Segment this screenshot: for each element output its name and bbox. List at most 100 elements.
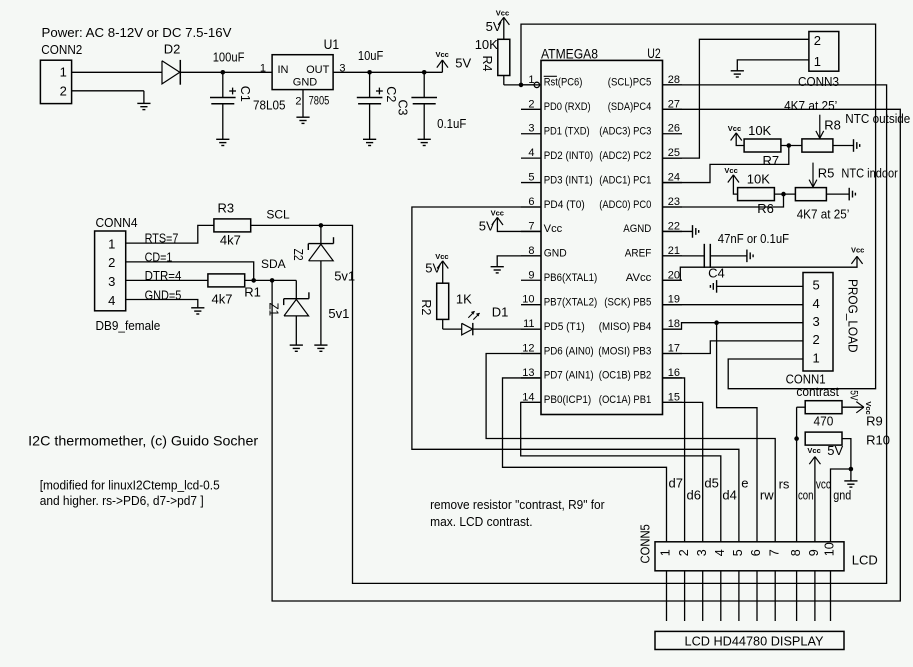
svg-text:C1: C1 bbox=[238, 86, 252, 102]
svg-text:CONN5: CONN5 bbox=[637, 524, 652, 563]
svg-text:(OC1A) PB1: (OC1A) PB1 bbox=[599, 394, 652, 406]
svg-text:AREF: AREF bbox=[625, 248, 652, 260]
svg-text:2: 2 bbox=[814, 33, 821, 48]
svg-text:e: e bbox=[741, 475, 748, 490]
svg-text:9: 9 bbox=[807, 549, 821, 556]
svg-text:Vcc: Vcc bbox=[724, 166, 737, 175]
svg-text:1: 1 bbox=[528, 74, 534, 86]
svg-text:7: 7 bbox=[767, 549, 781, 556]
svg-text:3: 3 bbox=[108, 274, 115, 289]
svg-text:R3: R3 bbox=[218, 200, 235, 215]
svg-text:PB6(XTAL1): PB6(XTAL1) bbox=[544, 272, 598, 284]
svg-text:2: 2 bbox=[813, 332, 820, 347]
svg-text:1: 1 bbox=[108, 236, 115, 251]
svg-text:PD5 (T1): PD5 (T1) bbox=[544, 321, 585, 333]
svg-text:28: 28 bbox=[668, 74, 680, 86]
svg-text:(ADC0) PC0: (ADC0) PC0 bbox=[599, 199, 651, 211]
svg-text:SDA: SDA bbox=[261, 257, 286, 271]
svg-text:10: 10 bbox=[823, 542, 837, 556]
svg-text:con: con bbox=[798, 488, 814, 503]
svg-text:D2: D2 bbox=[164, 42, 181, 57]
svg-text:5v1: 5v1 bbox=[328, 306, 349, 321]
svg-text:U1: U1 bbox=[324, 37, 340, 52]
svg-text:5V: 5V bbox=[455, 56, 471, 71]
svg-text:R5: R5 bbox=[818, 166, 835, 181]
svg-text:Rst(PC6): Rst(PC6) bbox=[544, 77, 583, 89]
svg-text:8: 8 bbox=[789, 549, 803, 556]
svg-text:RTS=7: RTS=7 bbox=[145, 230, 179, 245]
svg-text:26: 26 bbox=[668, 123, 680, 135]
svg-text:NTC outside: NTC outside bbox=[845, 111, 910, 126]
svg-text:R10: R10 bbox=[866, 432, 890, 447]
svg-text:rs: rs bbox=[779, 476, 790, 491]
svg-text:17: 17 bbox=[668, 343, 680, 355]
svg-text:4k7: 4k7 bbox=[212, 291, 233, 306]
svg-text:R7: R7 bbox=[763, 153, 780, 168]
svg-text:1: 1 bbox=[659, 549, 673, 556]
svg-text:7805: 7805 bbox=[309, 96, 330, 108]
svg-text:(SDA)PC4: (SDA)PC4 bbox=[608, 101, 652, 113]
svg-text:NTC indoor: NTC indoor bbox=[841, 166, 898, 181]
svg-text:Vcc: Vcc bbox=[496, 9, 509, 18]
svg-text:GND: GND bbox=[293, 77, 318, 89]
svg-text:4: 4 bbox=[813, 296, 820, 311]
svg-text:R9: R9 bbox=[866, 413, 883, 428]
svg-text:LCD HD44780 DISPLAY: LCD HD44780 DISPLAY bbox=[685, 634, 824, 649]
svg-text:10K: 10K bbox=[747, 171, 770, 186]
svg-text:PD7 (AIN1): PD7 (AIN1) bbox=[544, 370, 594, 382]
svg-text:LCD: LCD bbox=[852, 552, 878, 567]
svg-text:20: 20 bbox=[668, 269, 680, 281]
svg-text:PB7(XTAL2): PB7(XTAL2) bbox=[544, 296, 598, 308]
svg-text:PD2 (INT0): PD2 (INT0) bbox=[544, 150, 594, 162]
svg-text:2: 2 bbox=[528, 98, 534, 110]
svg-text:0.1uF: 0.1uF bbox=[437, 116, 466, 131]
svg-text:25: 25 bbox=[668, 147, 680, 159]
svg-text:CONN3: CONN3 bbox=[798, 74, 839, 89]
svg-text:(SCK) PB5: (SCK) PB5 bbox=[604, 296, 651, 308]
svg-text:9: 9 bbox=[528, 269, 534, 281]
svg-text:5: 5 bbox=[813, 278, 820, 293]
svg-text:U2: U2 bbox=[647, 46, 661, 61]
svg-text:3: 3 bbox=[813, 314, 820, 329]
svg-text:CONN4: CONN4 bbox=[96, 215, 138, 230]
svg-text:(MOSI) PB3: (MOSI) PB3 bbox=[598, 345, 651, 357]
svg-text:R2: R2 bbox=[419, 299, 433, 315]
svg-text:2: 2 bbox=[108, 255, 115, 270]
svg-text:4K7 at 25’: 4K7 at 25’ bbox=[784, 99, 837, 113]
svg-text:SCL: SCL bbox=[266, 208, 290, 222]
svg-text:1: 1 bbox=[60, 65, 67, 80]
svg-text:2: 2 bbox=[60, 83, 67, 98]
svg-text:AVcc: AVcc bbox=[626, 272, 652, 284]
svg-text:Vcc: Vcc bbox=[544, 223, 563, 235]
svg-text:PROG_LOAD: PROG_LOAD bbox=[846, 279, 861, 353]
svg-text:PD1 (TXD): PD1 (TXD) bbox=[544, 126, 590, 138]
svg-text:Vcc: Vcc bbox=[491, 209, 504, 218]
svg-text:(OC1B) PB2: (OC1B) PB2 bbox=[599, 370, 652, 382]
svg-text:Vcc: Vcc bbox=[436, 50, 449, 59]
svg-text:(ADC3) PC3: (ADC3) PC3 bbox=[599, 126, 651, 138]
svg-text:4: 4 bbox=[528, 147, 534, 159]
svg-text:5: 5 bbox=[528, 172, 534, 184]
svg-text:PD6 (AIN0): PD6 (AIN0) bbox=[544, 345, 594, 357]
svg-text:23: 23 bbox=[668, 196, 680, 208]
svg-text:1: 1 bbox=[813, 350, 820, 365]
svg-text:100uF: 100uF bbox=[213, 50, 245, 65]
svg-text:ATMEGA8: ATMEGA8 bbox=[541, 46, 598, 62]
svg-text:1: 1 bbox=[260, 62, 266, 74]
svg-text:4K7 at 25’: 4K7 at 25’ bbox=[797, 207, 850, 221]
svg-text:Power: AC 8-12V or DC 7.5-16V: Power: AC 8-12V or DC 7.5-16V bbox=[42, 25, 232, 40]
svg-text:I2C thermomether, (c) Guido So: I2C thermomether, (c) Guido Socher bbox=[28, 432, 258, 448]
svg-text:CD=1: CD=1 bbox=[145, 250, 173, 265]
svg-text:OUT: OUT bbox=[306, 64, 330, 76]
svg-text:5V: 5V bbox=[425, 261, 441, 276]
svg-text:Vcc: Vcc bbox=[807, 446, 820, 455]
svg-text:R1: R1 bbox=[244, 285, 261, 300]
svg-text:Z1: Z1 bbox=[266, 303, 280, 317]
svg-text:IN: IN bbox=[278, 64, 289, 76]
svg-text:d6: d6 bbox=[687, 487, 701, 502]
svg-text:8: 8 bbox=[528, 245, 534, 257]
svg-text:7: 7 bbox=[528, 220, 534, 232]
svg-text:13: 13 bbox=[522, 367, 534, 379]
svg-text:d7: d7 bbox=[669, 475, 683, 490]
svg-text:4: 4 bbox=[713, 549, 727, 556]
